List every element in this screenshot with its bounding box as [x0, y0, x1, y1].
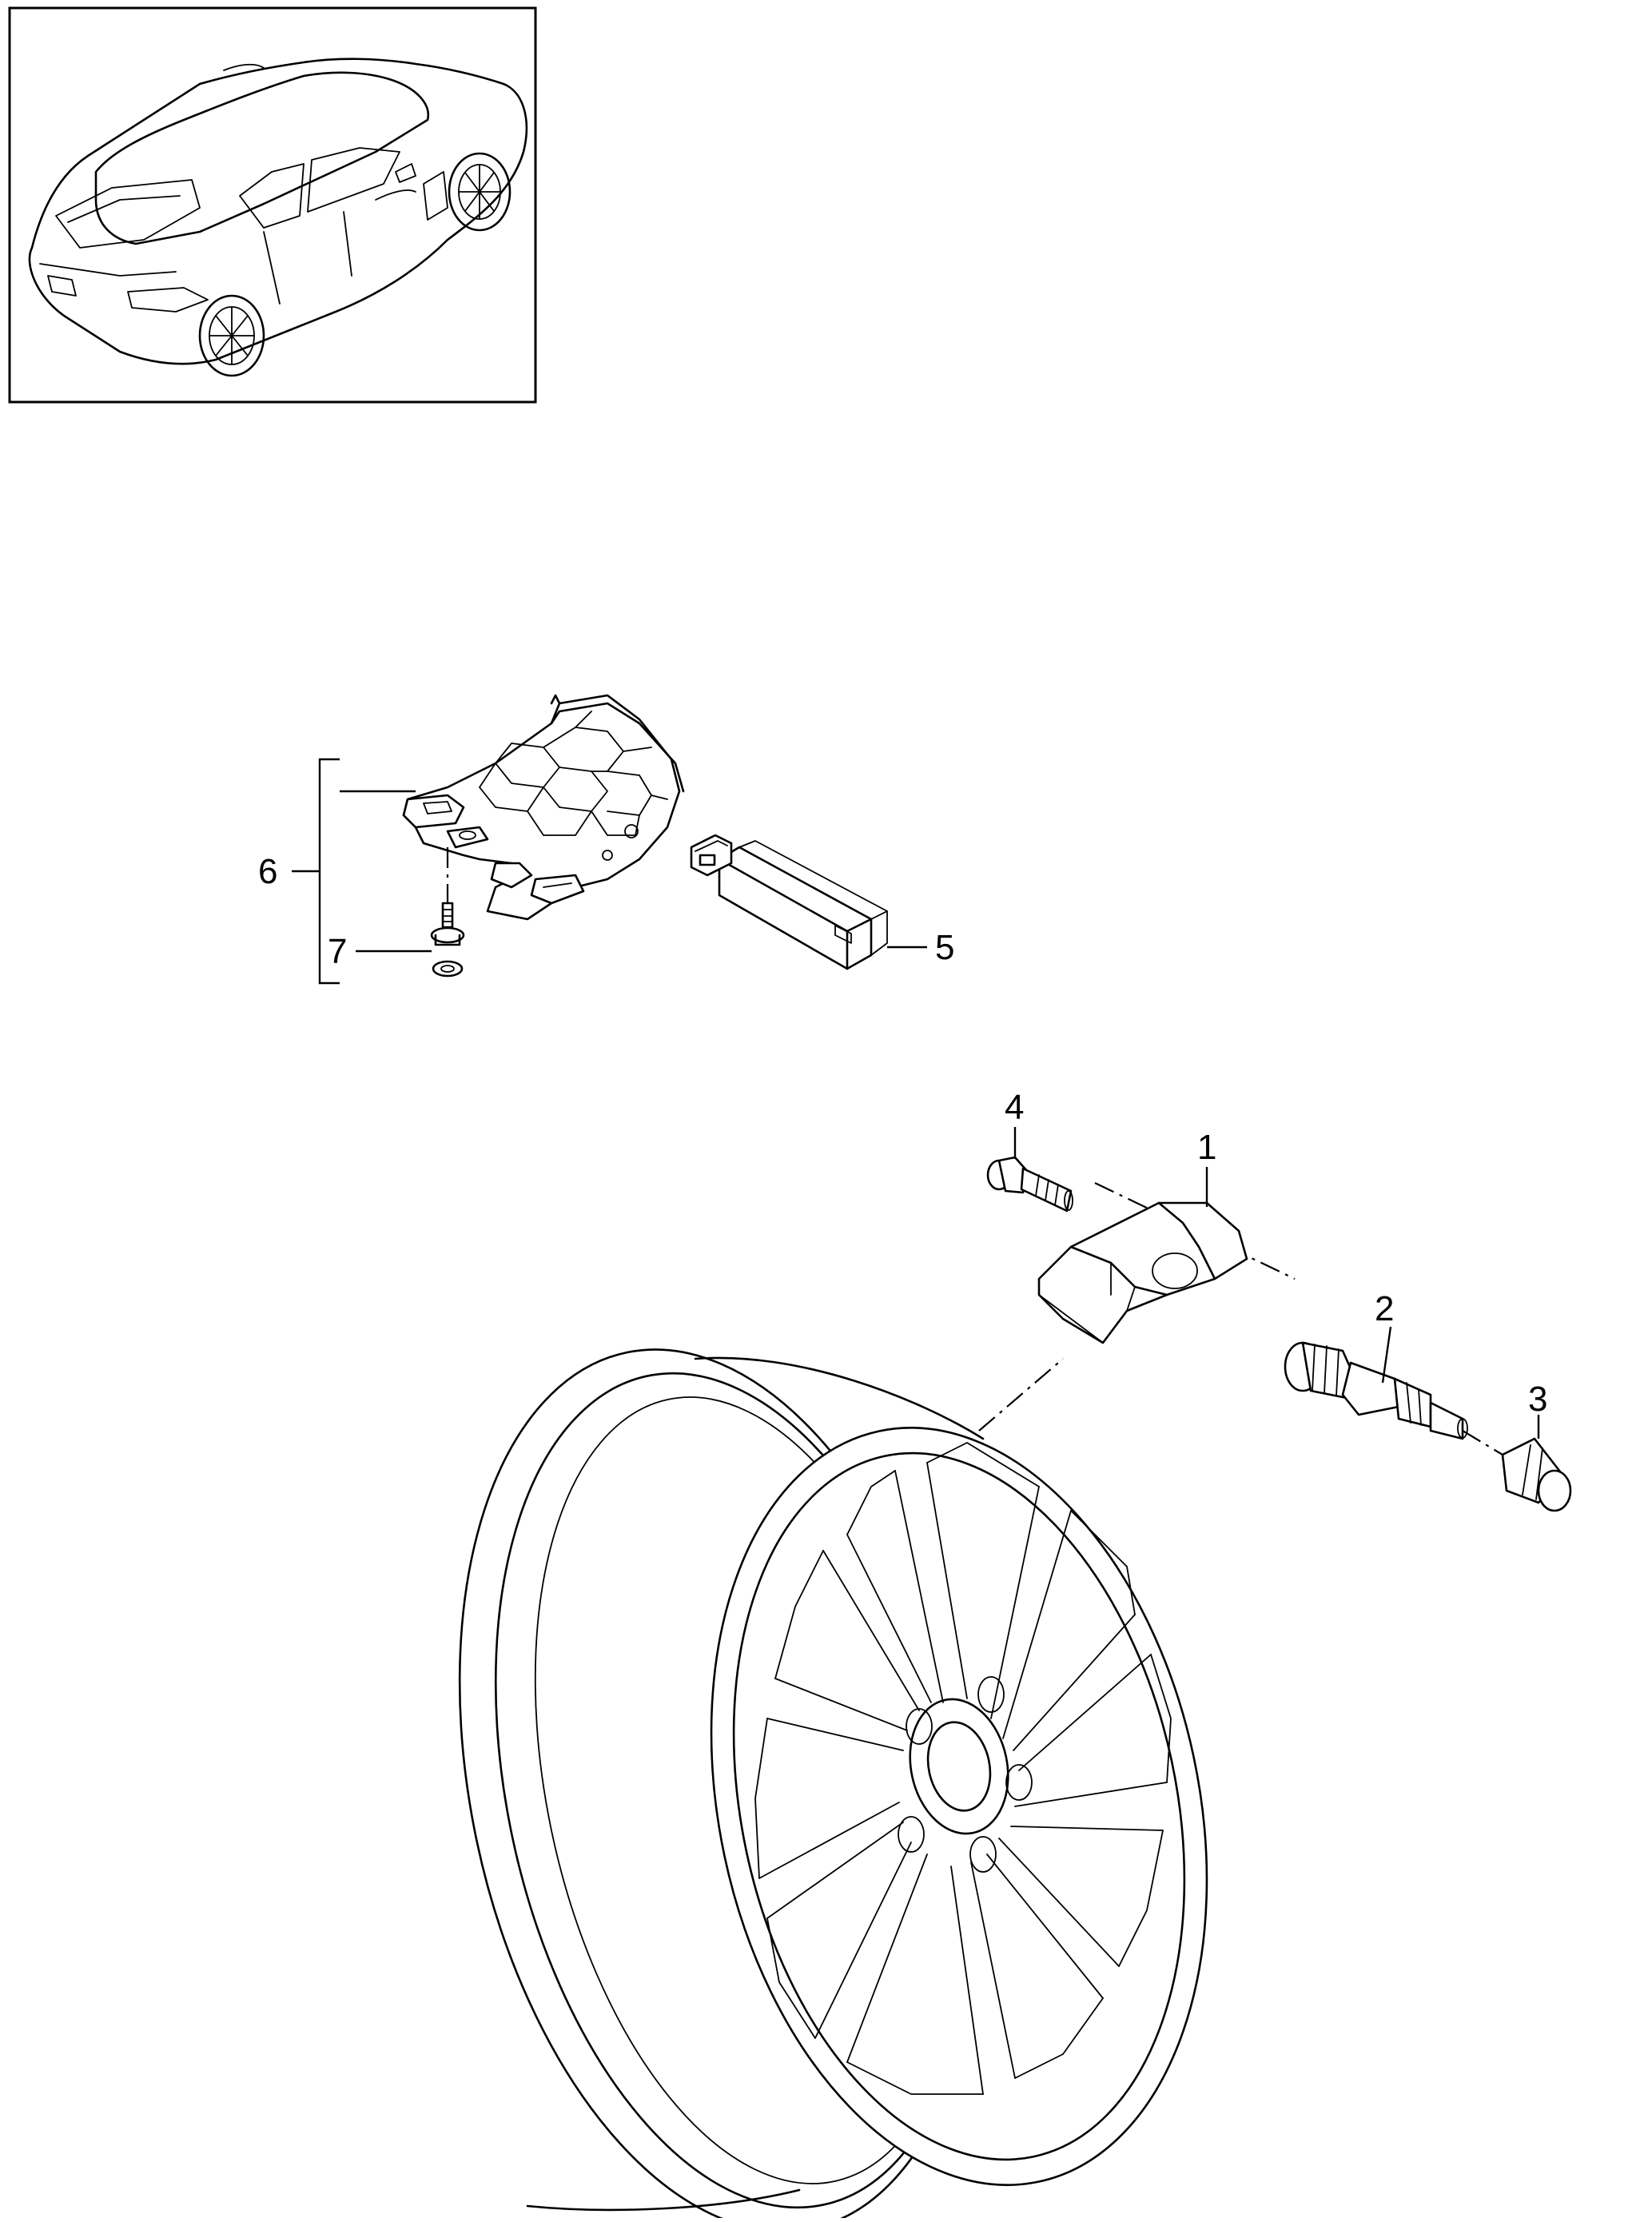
callout-5: 5	[935, 928, 954, 967]
car-overview-thumbnail	[8, 6, 537, 404]
screw-7-drawing	[430, 902, 465, 978]
screw-4-drawing	[986, 1156, 1073, 1213]
valve-stem-2-drawing	[1284, 1341, 1468, 1440]
callout-7: 7	[328, 932, 347, 971]
callout-3: 3	[1528, 1380, 1547, 1419]
tpms-sensor-1-drawing	[1037, 1201, 1248, 1344]
sensor-bracket-drawing	[402, 694, 685, 921]
callout-6: 6	[258, 852, 277, 891]
callout-2: 2	[1375, 1289, 1394, 1328]
control-unit-5-drawing	[690, 834, 888, 970]
valve-cap-3-drawing	[1501, 1437, 1572, 1512]
leader-lines	[356, 946, 1540, 1439]
callout-4: 4	[1005, 1088, 1024, 1127]
callout-1: 1	[1197, 1128, 1216, 1167]
car-illustration	[28, 58, 528, 377]
wheel-rim-drawing	[458, 1348, 1208, 2222]
callout-bracket-6-7	[292, 758, 416, 985]
